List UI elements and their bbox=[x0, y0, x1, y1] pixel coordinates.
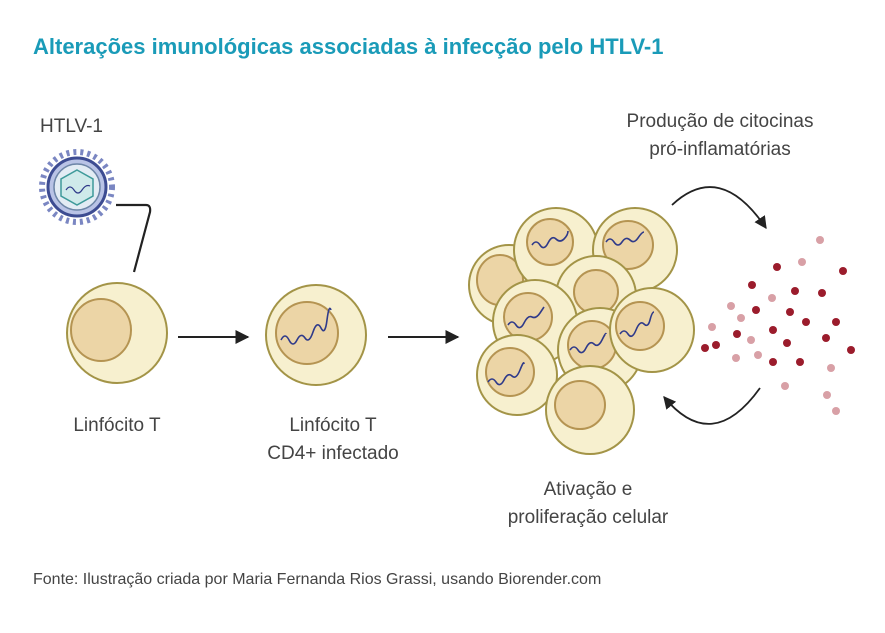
cluster-label: Ativação e proliferação celular bbox=[478, 476, 698, 532]
infected-cd4-cell bbox=[265, 284, 367, 386]
virus-binding-line bbox=[116, 203, 152, 273]
cytokines-label-line2: pró-inflamatórias bbox=[649, 139, 791, 160]
cytokine-dots bbox=[701, 236, 855, 415]
cytokines-label-line1: Produção de citocinas bbox=[626, 111, 814, 132]
proliferating-cell-cluster bbox=[468, 207, 695, 455]
t-lymphocyte-cell bbox=[66, 282, 168, 384]
cell1-label: Linfócito T bbox=[47, 412, 187, 440]
cell2-label-line1: Linfócito T bbox=[289, 415, 377, 436]
cell2-label-line2: CD4+ infectado bbox=[267, 443, 399, 464]
cell1-label-text: Linfócito T bbox=[73, 415, 161, 436]
htlv1-label: HTLV-1 bbox=[40, 113, 103, 141]
cytokines-label: Produção de citocinas pró-inflamatórias bbox=[605, 108, 835, 164]
htlv1-label-text: HTLV-1 bbox=[40, 116, 104, 137]
curved-arrow-bottom bbox=[663, 387, 761, 425]
cell2-label: Linfócito T CD4+ infectado bbox=[243, 412, 423, 468]
cluster-label-line2: proliferação celular bbox=[507, 507, 669, 528]
source-caption: Fonte: Ilustração criada por Maria Ferna… bbox=[33, 571, 602, 588]
cluster-label-line1: Ativação e bbox=[543, 479, 633, 500]
page-title: Alterações imunológicas associadas à inf… bbox=[33, 34, 664, 59]
curved-arrow-top bbox=[671, 186, 767, 230]
htlv1-virus-icon bbox=[39, 149, 115, 225]
